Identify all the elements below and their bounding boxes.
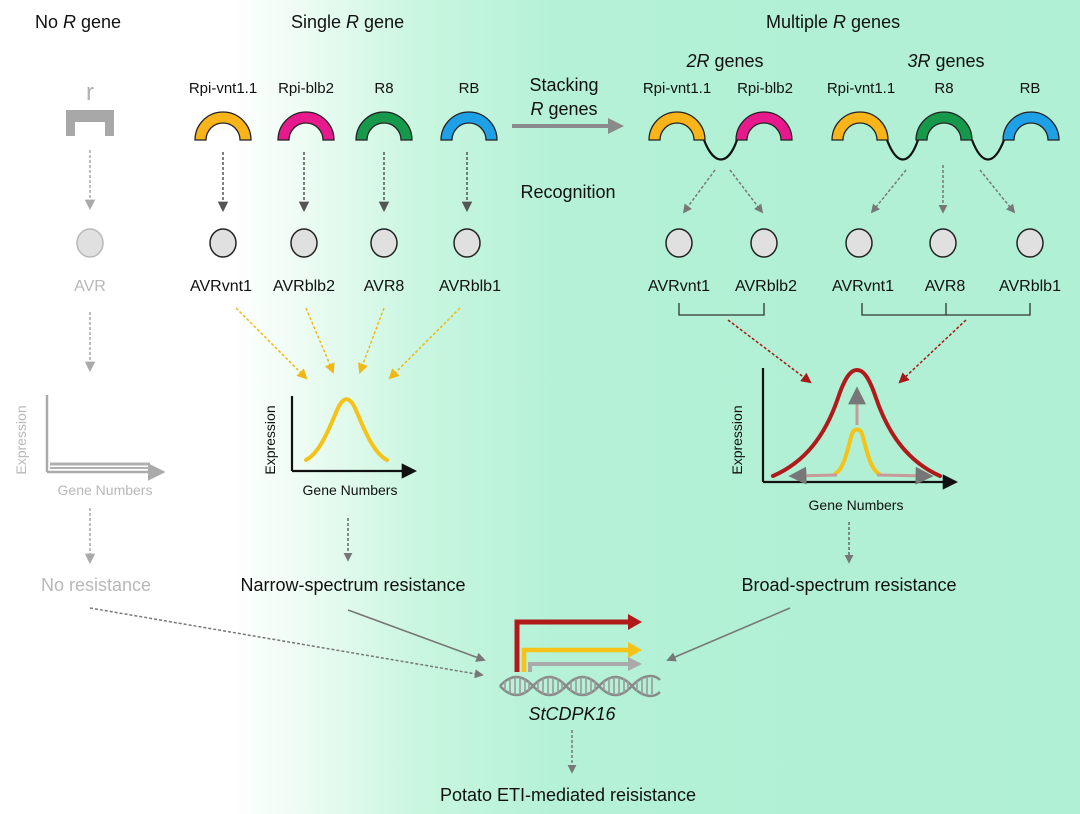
promoter-arrow-red: [514, 619, 630, 672]
three-r-protein-label-avr8: AVR8: [925, 278, 966, 295]
avr-label-grey: AVR: [74, 278, 106, 295]
gene-label-rpi-blb2: Rpi-blb2: [278, 80, 334, 97]
two-r-gene-label-vnt1: Rpi-vnt1.1: [643, 80, 711, 97]
three-r-gene-label-rb: RB: [1020, 80, 1041, 97]
promoter-arrow-red-head: [628, 614, 642, 630]
arrow-narrow-to-gene: [347, 609, 486, 662]
two-r-protein-avrvnt1: [665, 228, 693, 258]
protein-avrblb1: [453, 228, 481, 258]
multi-chart-right-arrow: [876, 466, 934, 485]
protein-label-avrblb2: AVRblb2: [273, 278, 335, 295]
three-r-arrow-left: [870, 169, 907, 214]
receptor-r8-icon: [355, 111, 413, 141]
three-r-linker-1: [885, 139, 920, 161]
three-r-receptor-rb-icon: [1002, 111, 1060, 141]
r-gene-letter: r: [86, 79, 94, 106]
red-arrow-three-r: [898, 319, 967, 384]
two-r-gene-label-blb2: Rpi-blb2: [737, 80, 793, 97]
header-multiple-r-genes: Multiple R genes: [766, 12, 900, 32]
stacking-arrow-head: [608, 118, 624, 134]
multi-chart-narrow-curve: [833, 427, 881, 476]
two-r-arrow-left: [682, 169, 716, 214]
avr-protein-grey: [76, 228, 104, 258]
gold-arrow-4: [388, 307, 461, 380]
two-r-arrow-right: [729, 169, 764, 214]
recognition-label: Recognition: [520, 182, 615, 202]
two-r-protein-label-avrvnt1: AVRvnt1: [648, 278, 710, 295]
protein-avr8: [370, 228, 398, 258]
gold-arrow-3: [358, 307, 385, 374]
protein-label-avrblb1: AVRblb1: [439, 278, 501, 295]
receptor-rb-icon: [440, 111, 498, 141]
empty-receptor-icon: [66, 110, 114, 136]
three-r-arrow-right: [979, 169, 1016, 214]
single-chart-curve: [304, 397, 389, 462]
multi-chart-broad-curve: [771, 367, 942, 478]
no-resistance-label: No resistance: [41, 575, 151, 595]
three-r-protein-label-avrvnt1: AVRvnt1: [832, 278, 894, 295]
single-chart-xlabel: Gene Numbers: [303, 482, 398, 498]
two-r-protein-label-avrblb2: AVRblb2: [735, 278, 797, 295]
two-r-bracket: [678, 303, 765, 316]
red-arrow-two-r: [727, 319, 812, 384]
stacking-label-line2: R genes: [530, 99, 597, 119]
single-chart-ylabel: Expression: [262, 405, 278, 474]
promoter-arrow-gold-head: [628, 642, 642, 658]
header-single-r-gene: Single R gene: [291, 12, 404, 32]
broad-spectrum-label: Broad-spectrum resistance: [741, 575, 956, 595]
promoter-arrow-grey: [528, 662, 630, 672]
multi-chart-ylabel: Expression: [729, 405, 745, 474]
three-r-protein-label-avrblb1: AVRblb1: [999, 278, 1061, 295]
three-r-protein-avr8: [929, 228, 957, 258]
two-r-genes-title: 2R genes: [685, 51, 763, 71]
two-r-linker: [702, 139, 739, 161]
grey-chart-xlabel: Gene Numbers: [58, 482, 153, 498]
gold-arrow-1: [235, 307, 308, 380]
three-r-receptor-vnt1-icon: [831, 111, 889, 141]
multi-chart-left-arrow: [788, 466, 838, 485]
two-r-protein-avrblb2: [750, 228, 778, 258]
protein-avrblb2: [290, 228, 318, 258]
dna-helix-icon: [499, 674, 661, 698]
receptor-rpi-vnt1-icon: [194, 111, 252, 141]
three-r-protein-avrblb1: [1016, 228, 1044, 258]
three-r-bracket: [861, 303, 1031, 316]
multi-chart-xlabel: Gene Numbers: [809, 497, 904, 513]
narrow-spectrum-label: Narrow-spectrum resistance: [240, 575, 465, 595]
three-r-protein-avrvnt1: [845, 228, 873, 258]
three-r-gene-label-vnt1: Rpi-vnt1.1: [827, 80, 895, 97]
protein-label-avrvnt1: AVRvnt1: [190, 278, 252, 295]
stacking-label-line1: Stacking: [529, 75, 598, 95]
gene-label-rpi-vnt1: Rpi-vnt1.1: [189, 80, 257, 97]
three-r-linker-2: [970, 139, 1006, 161]
two-r-receptor-blb2-icon: [735, 111, 793, 141]
eti-resistance-label: Potato ETI-mediated reisistance: [440, 785, 696, 805]
two-r-receptor-vnt1-icon: [648, 111, 706, 141]
receptor-rpi-blb2-icon: [277, 111, 335, 141]
grey-chart-ylabel: Expression: [13, 405, 29, 474]
gene-name-stcdpk16: StCDPK16: [528, 704, 616, 724]
protein-label-avr8: AVR8: [364, 278, 405, 295]
protein-avrvnt1: [209, 228, 237, 258]
three-r-genes-title: 3R genes: [907, 51, 984, 71]
gene-label-rb: RB: [459, 80, 480, 97]
promoter-arrow-gold: [521, 647, 630, 672]
gene-label-r8: R8: [374, 80, 393, 97]
three-r-receptor-r8-icon: [915, 111, 973, 141]
arrow-no-resistance-to-gene: [89, 607, 484, 679]
gold-arrow-2: [305, 307, 335, 374]
arrow-broad-to-gene: [666, 607, 791, 662]
promoter-arrow-grey-head: [628, 657, 642, 671]
three-r-gene-label-r8: R8: [934, 80, 953, 97]
header-no-r-gene: No R gene: [35, 12, 121, 32]
